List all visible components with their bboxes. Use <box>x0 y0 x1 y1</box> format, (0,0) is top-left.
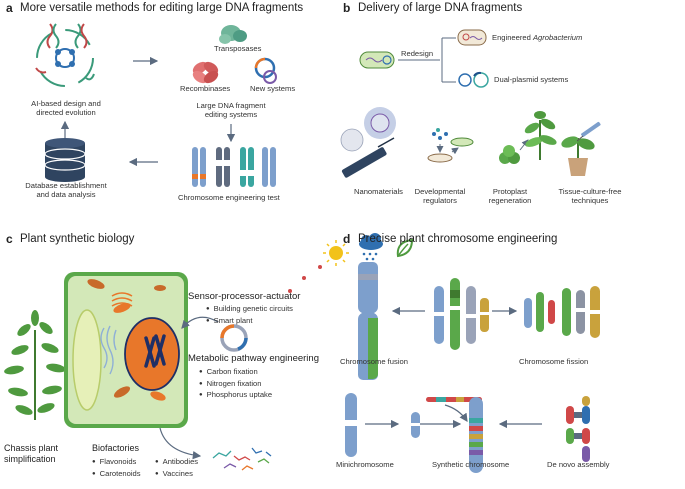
editing-systems-label: Large DNA fragment editing systems <box>189 101 273 119</box>
panel-a-letter: a <box>6 1 13 15</box>
ai-design-line2: directed evolution <box>36 108 96 117</box>
chassis-label: Chassis plant simplification <box>4 443 58 465</box>
biofactories-col2: Antibodies Vaccines <box>155 457 198 480</box>
dual-plasmid-icon <box>458 71 489 88</box>
protoplast-line2: regeneration <box>488 196 532 205</box>
panel-b-title: Delivery of large DNA fragments <box>358 2 523 14</box>
ai-design-label: AI-based design and directed evolution <box>22 99 110 117</box>
database-line2: and data analysis <box>36 190 96 199</box>
panel-d-letter: d <box>343 232 351 246</box>
mpe-item-nitrogen: Nitrogen fixation <box>199 379 272 391</box>
de-novo-assembly-label: De novo assembly <box>547 460 610 469</box>
developmental-regulator-icon <box>427 128 474 163</box>
panel-d-title: Precise plant chromosome engineering <box>358 233 558 245</box>
biofactories-title: Biofactories <box>92 443 140 453</box>
mpe-item-carbon: Carbon fixation <box>199 367 272 379</box>
minichromosome-icon <box>345 393 420 457</box>
bio-item-flavonoids: Flavonoids <box>92 457 141 469</box>
biofactory-molecules-icon <box>212 447 272 471</box>
spa-title: Sensor-processor-actuator <box>188 291 301 302</box>
leaf-icon <box>396 238 414 258</box>
redesign-label: Redesign <box>401 49 434 58</box>
mpe-item-phosphorus: Phosphorus uptake <box>199 390 272 402</box>
database-icon <box>44 138 86 182</box>
recombinase-icon <box>192 61 219 84</box>
recombinases-label: Recombinases <box>180 84 231 93</box>
chromosome-test-icon <box>192 147 276 187</box>
ai-cycle-icon <box>35 23 95 87</box>
ai-design-line1: AI-based design and <box>31 99 101 108</box>
nanomaterial-icon <box>340 107 396 178</box>
developmental-line2: regulators <box>423 196 457 205</box>
minichromosome-label: Minichromosome <box>336 460 394 469</box>
database-label: Database establishment and data analysis <box>14 181 118 199</box>
editing-systems-line2: editing systems <box>204 110 258 119</box>
chassis-line1: Chassis plant <box>4 443 59 453</box>
spa-item-circuits: Building genetic circuits <box>206 304 293 316</box>
protoplast-regeneration-label: Protoplast regeneration <box>480 187 540 205</box>
tissue-culture-free-line1: Tissue-culture-free <box>558 187 622 196</box>
bacterium-cell-icon <box>359 51 395 69</box>
panel-c-letter: c <box>6 232 13 246</box>
de-novo-assembly-icon <box>566 396 590 462</box>
developmental-regulators-label: Developmental regulators <box>410 187 470 205</box>
fission-chromosomes-icon <box>524 286 600 338</box>
source-chromosomes-icon <box>434 278 489 350</box>
nanomaterials-label: Nanomaterials <box>354 187 403 196</box>
transposases-label: Transposases <box>214 44 262 53</box>
chromosome-fusion-label: Chromosome fusion <box>340 357 408 366</box>
database-line1: Database establishment <box>25 181 107 190</box>
panel-c-title: Plant synthetic biology <box>20 233 135 245</box>
synthetic-chromosome-icon <box>420 397 542 473</box>
chassis-plant-icon <box>4 310 66 420</box>
editing-systems-line1: Large DNA fragment <box>196 101 266 110</box>
metabolic-plasmid-icon <box>220 324 248 352</box>
synthetic-chromosome-label: Synthetic chromosome <box>432 460 510 469</box>
panel-b-letter: b <box>343 1 351 15</box>
chassis-line2: simplification <box>4 454 56 464</box>
bio-item-carotenoids: Carotenoids <box>92 469 141 481</box>
sun-icon <box>323 240 349 266</box>
dual-plasmid-label: Dual-plasmid systems <box>494 75 569 84</box>
bio-item-antibodies: Antibodies <box>155 457 198 469</box>
agrobacterium-italic: Agrobacterium <box>532 33 583 42</box>
panel-a-title: More versatile methods for editing large… <box>20 2 304 14</box>
engineered-agrobacterium-label: Engineered Agrobacterium <box>492 33 582 42</box>
transposase-icon <box>219 25 247 44</box>
tissue-culture-free-icon <box>561 121 601 176</box>
engineered-agrobacterium-icon <box>457 29 487 46</box>
chromosome-test-label: Chromosome engineering test <box>178 193 280 202</box>
spa-item-smart-plant: Smart plant <box>206 316 293 328</box>
engineered-prefix: Engineered <box>492 33 533 42</box>
protoplast-regeneration-icon <box>499 111 557 164</box>
new-systems-plasmid-icon <box>254 57 277 84</box>
biofactories-col1: Flavonoids Carotenoids <box>92 457 141 480</box>
new-systems-label: New systems <box>250 84 296 93</box>
spa-list: Building genetic circuits Smart plant <box>206 304 293 327</box>
plant-cell-icon <box>64 272 188 428</box>
mpe-list: Carbon fixation Nitrogen fixation Phosph… <box>199 367 272 402</box>
developmental-line1: Developmental <box>414 187 466 196</box>
rain-cloud-icon <box>359 233 383 261</box>
bio-item-vaccines: Vaccines <box>155 469 198 481</box>
tissue-culture-free-label: Tissue-culture-free techniques <box>548 187 632 205</box>
tissue-culture-free-line2: techniques <box>571 196 609 205</box>
protoplast-line1: Protoplast <box>492 187 528 196</box>
fused-chromosome-icon <box>358 262 378 380</box>
mpe-title: Metabolic pathway engineering <box>188 353 319 364</box>
chromosome-fission-label: Chromosome fission <box>519 357 589 366</box>
